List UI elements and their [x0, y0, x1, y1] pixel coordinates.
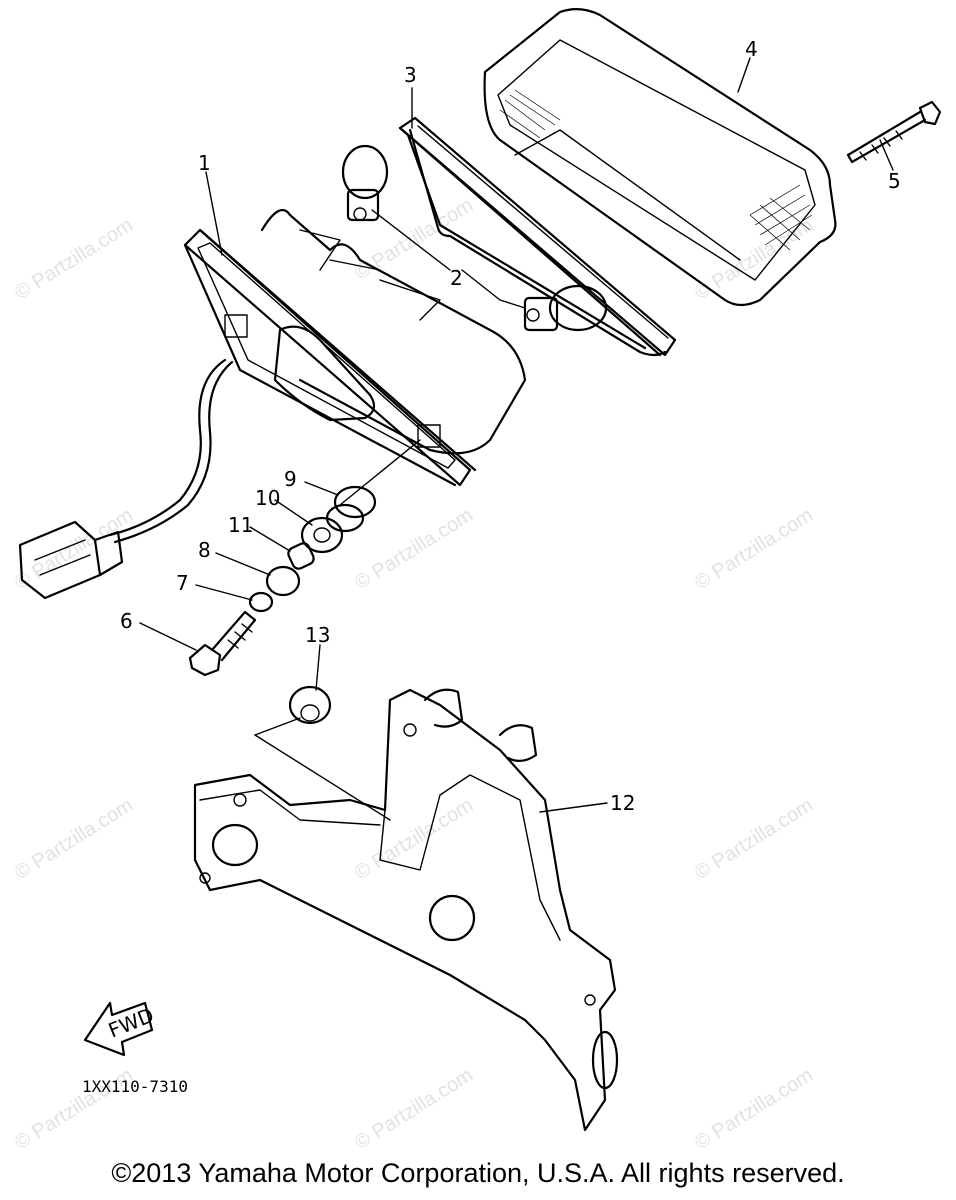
part-7-lock-washer[interactable] [248, 591, 274, 613]
callout-1: 1 [198, 151, 211, 175]
part-2-bulbs[interactable] [341, 144, 608, 332]
callout-12: 12 [610, 791, 635, 815]
watermark: © Partzilla.com [691, 794, 817, 884]
fwd-label: FWD [105, 1003, 157, 1043]
callout-2: 2 [450, 266, 463, 290]
callout-6: 6 [120, 609, 133, 633]
watermark: © Partzilla.com [691, 1064, 817, 1154]
part-10-washer[interactable] [300, 516, 344, 554]
watermark: © Partzilla.com [11, 794, 137, 884]
part-12-bracket[interactable] [193, 688, 619, 1132]
callout-numbers: 1 2 3 4 5 6 7 8 9 10 11 12 13 [120, 37, 901, 815]
watermark: © Partzilla.com [691, 214, 817, 304]
callout-13: 13 [305, 623, 330, 647]
part-8-washer[interactable] [265, 565, 301, 597]
callout-3: 3 [404, 63, 417, 87]
copyright-notice: ©2013 Yamaha Motor Corporation, U.S.A. A… [111, 1158, 845, 1188]
part-11-collar[interactable] [286, 541, 315, 570]
watermark: © Partzilla.com [11, 504, 137, 594]
part-1-tail-light-housing[interactable] [108, 208, 527, 544]
part-13-nut[interactable] [288, 685, 332, 725]
part-3-gasket[interactable] [398, 116, 677, 357]
watermark: © Partzilla.com [351, 1064, 477, 1154]
callout-11: 11 [228, 513, 253, 537]
callout-4: 4 [745, 37, 758, 61]
callout-7: 7 [176, 571, 189, 595]
part-6-bolt[interactable] [188, 610, 257, 677]
callout-10: 10 [255, 486, 280, 510]
watermark: © Partzilla.com [691, 504, 817, 594]
callout-9: 9 [284, 467, 297, 491]
callout-5: 5 [888, 169, 901, 193]
fwd-arrow-icon: FWD [83, 1001, 157, 1057]
part-4-tail-lens[interactable] [483, 8, 837, 307]
reference-code: 1XX110-7310 [82, 1077, 188, 1096]
part-5-screw[interactable] [846, 100, 942, 164]
watermark: © Partzilla.com [351, 504, 477, 594]
wire-connector[interactable] [18, 520, 124, 600]
callout-8: 8 [198, 538, 211, 562]
leader-lines [139, 57, 894, 813]
watermark: © Partzilla.com [11, 214, 137, 304]
